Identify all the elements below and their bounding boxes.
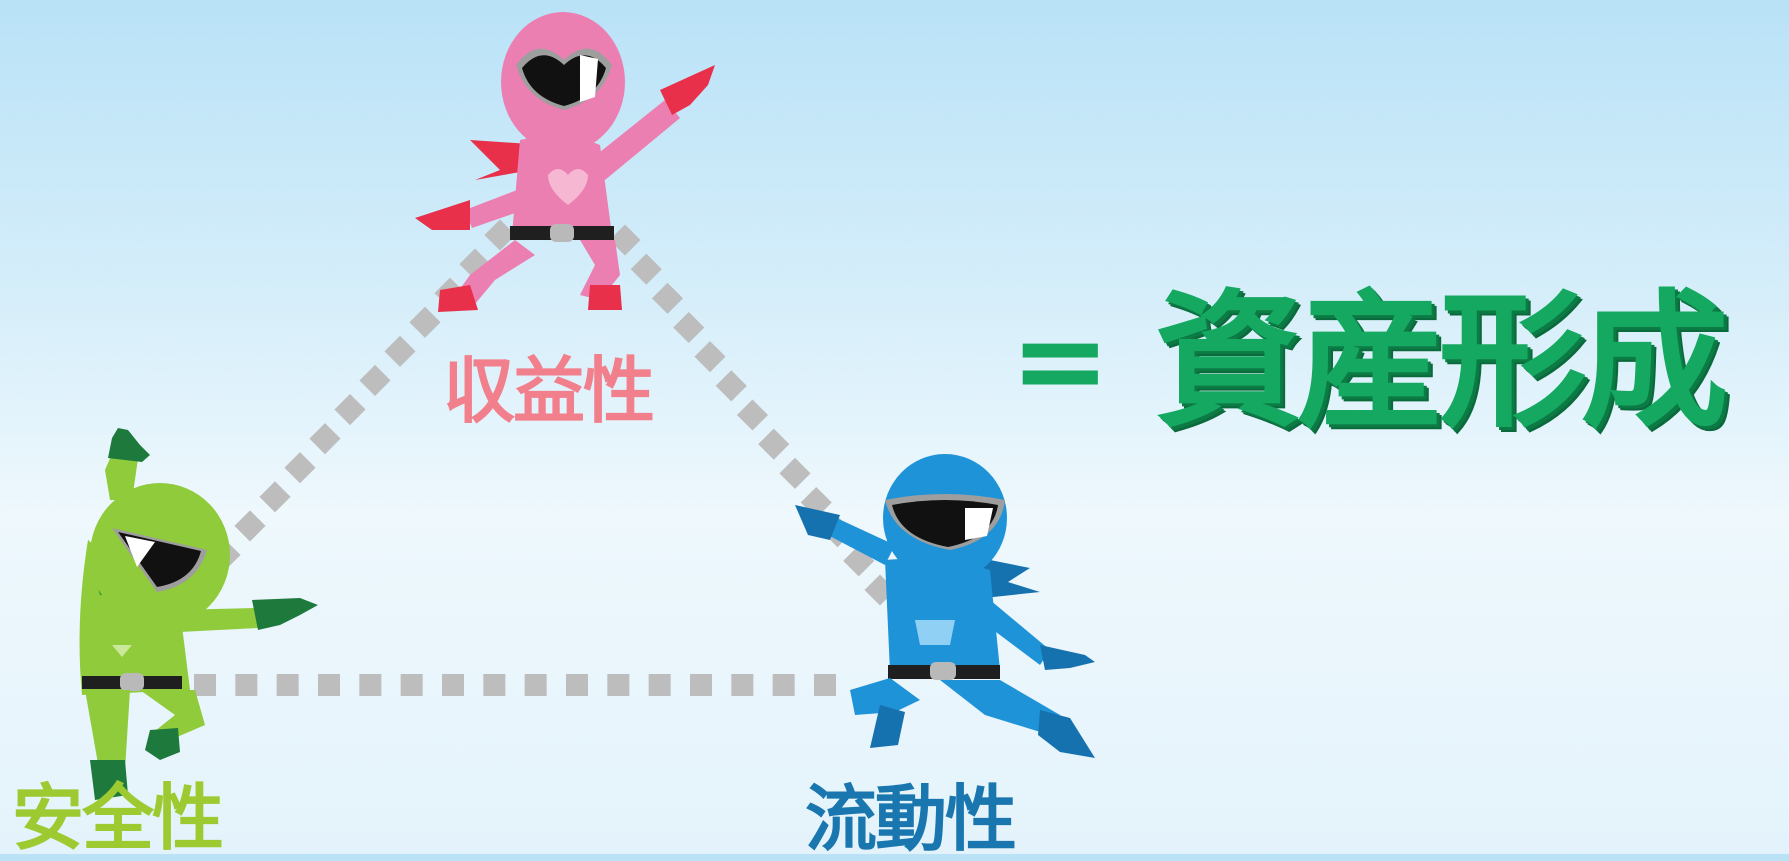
triangle-dot [384,335,416,367]
triangle-dot [715,370,747,402]
triangle-bottom-edge [194,674,836,696]
triangle-dot [318,674,340,696]
triangle-dot [779,457,811,489]
triangle-dot [630,253,662,285]
triangle-dot [400,674,423,696]
triangle-dot [484,219,516,251]
triangle-dot [814,674,836,696]
safety-label: 安全性 [12,776,224,860]
dotted-triangle [194,219,896,696]
triangle-dot [276,674,299,696]
asset-formation-equation: = 資産形成 [1010,276,1729,448]
triangle-dot [690,674,712,696]
pink-ranger-icon [415,12,715,312]
triangle-dot [259,481,291,513]
triangle-dot [607,674,630,696]
equals-sign: = [1010,292,1111,431]
triangle-dot [284,452,316,484]
triangle-dot [736,399,769,431]
triangle-dot [566,674,588,696]
triangle-dot [648,674,671,696]
triangle-dot [234,510,266,542]
triangle-dot [442,674,464,696]
green-ranger-icon [79,428,318,800]
triangle-dot [772,674,795,696]
triangle-dot [731,674,754,696]
triangle-dot [409,306,441,338]
blue-ranger-icon [795,454,1095,758]
asset-formation-title: 資産形成 [1154,276,1729,448]
triangle-dot [359,364,391,397]
triangle-dot [694,341,726,373]
triangle-dot [309,423,341,455]
triangle-dot [359,674,382,696]
triangle-dot [673,311,705,344]
triangle-dot [651,282,684,314]
triangle-dot [334,393,366,426]
triangle-dot [194,674,216,696]
triangle-dot [483,674,506,696]
triangle-dot [235,674,258,696]
triangle-dot [758,428,790,460]
triangle-dot [524,674,547,696]
profitability-label: 収益性 [443,349,655,433]
liquidity-label: 流動性 [805,777,1017,861]
